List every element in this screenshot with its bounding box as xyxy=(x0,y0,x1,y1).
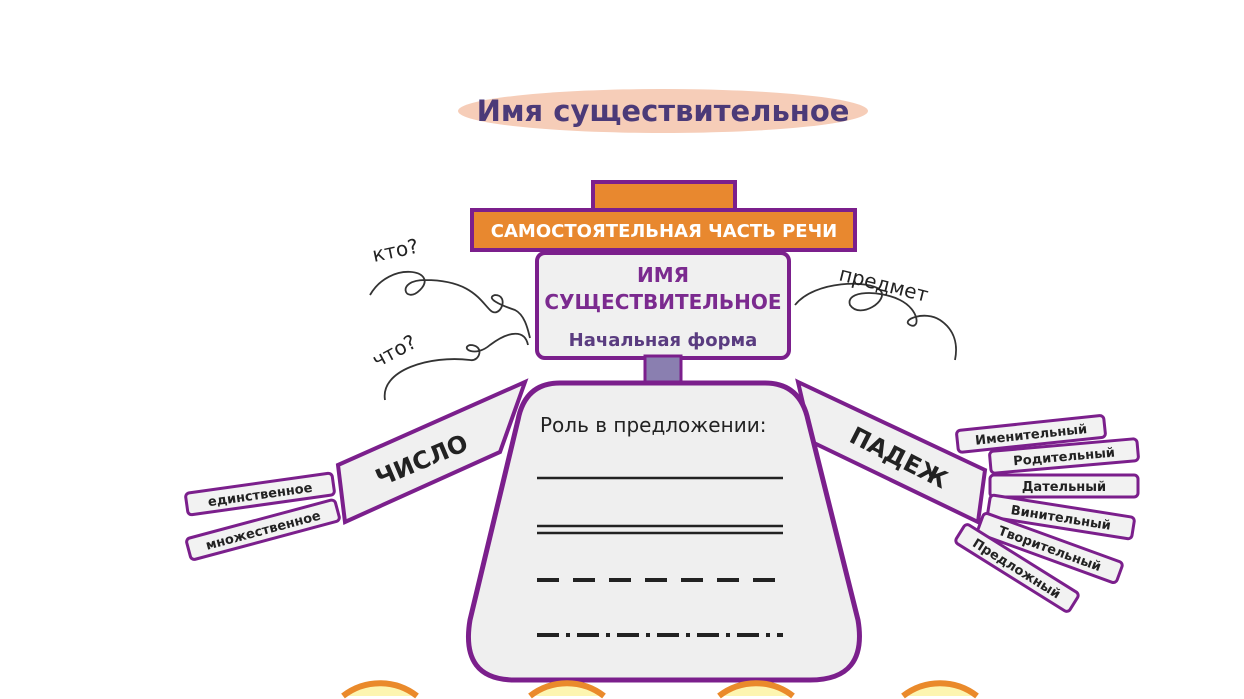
svg-text:Дательный: Дательный xyxy=(1022,480,1106,495)
hat-band-label: САМОСТОЯТЕЛЬНАЯ ЧАСТЬ РЕЧИ xyxy=(491,221,837,242)
finger-dative: Дательный xyxy=(988,473,1140,499)
bottom-circles xyxy=(341,680,979,699)
hat: САМОСТОЯТЕЛЬНАЯ ЧАСТЬ РЕЧИ xyxy=(470,180,857,252)
predicate-line xyxy=(537,524,783,535)
body-sentence-role: Роль в предложении: xyxy=(466,380,862,683)
bottom-circle-3 xyxy=(717,680,795,699)
bottom-circle-4 xyxy=(901,680,979,699)
role-label: Роль в предложении: xyxy=(540,413,766,437)
meaning-object: предмет xyxy=(837,262,931,307)
head: ИМЯ СУЩЕСТВИТЕЛЬНОЕ Начальная форма xyxy=(535,251,791,360)
title-pill: Имя существительное xyxy=(458,89,868,133)
head-line-1: ИМЯ xyxy=(637,263,689,287)
finger-genitive: Родительный xyxy=(988,437,1140,475)
question-who: кто? xyxy=(370,234,421,267)
right-arm-case: ПАДЕЖ Именительный Родительный Дательный… xyxy=(795,378,1140,613)
head-line-2: СУЩЕСТВИТЕЛЬНОЕ xyxy=(544,290,781,314)
diagram-title: Имя существительное xyxy=(477,94,850,128)
bottom-circle-2 xyxy=(528,680,606,699)
head-line-3: Начальная форма xyxy=(569,330,758,351)
left-arm-number: ЧИСЛО единственное множественное xyxy=(184,378,529,561)
bottom-circle-1 xyxy=(341,680,419,699)
